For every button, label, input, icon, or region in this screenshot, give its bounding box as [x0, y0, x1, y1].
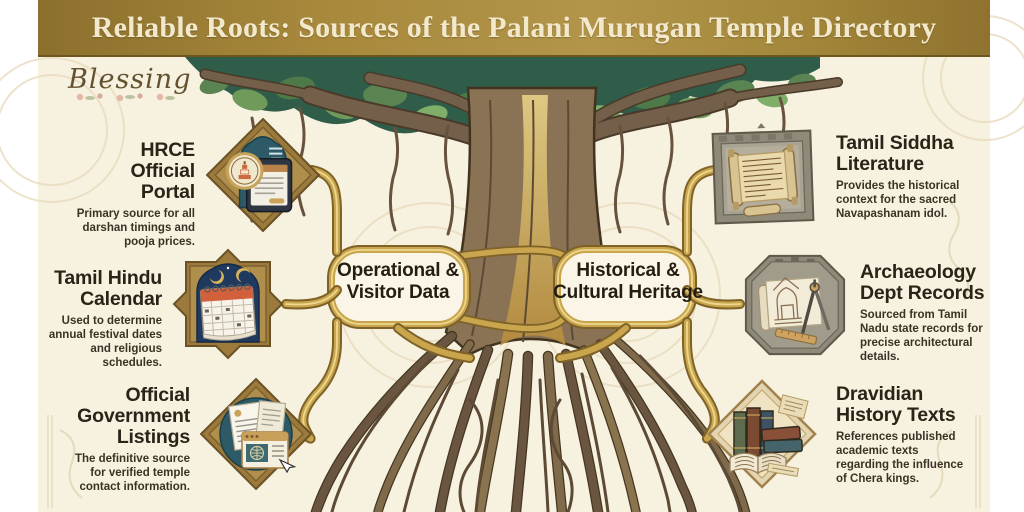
source-item-government-listings: Official Government Listings The definit… [66, 384, 190, 494]
source-description: Sourced from Tamil Nadu state records fo… [860, 309, 983, 364]
history-books-icon [706, 378, 818, 490]
branch-label-historical: Historical & Cultural Heritage [553, 260, 703, 303]
source-description: Used to determine annual festival dates … [48, 315, 162, 370]
blueprint-compass-icon [740, 250, 850, 360]
source-item-siddha-literature: Tamil Siddha Literature Provides the his… [836, 132, 966, 221]
blessing-text: Blessing [68, 64, 192, 95]
palm-leaf-scroll-icon [706, 120, 820, 234]
source-heading: Archaeology Dept Records [860, 261, 985, 305]
golden-vines [281, 165, 745, 444]
page-title: Reliable Roots: Sources of the Palani Mu… [91, 10, 937, 44]
source-heading: Official Government Listings [77, 384, 190, 449]
source-description: Primary source for all darshan timings a… [76, 208, 195, 249]
source-description: References published academic texts rega… [836, 431, 964, 486]
source-item-dravidian-texts: Dravidian History Texts References publi… [836, 383, 974, 486]
source-description: Provides the historical context for the … [836, 180, 960, 221]
blessing-watermark: Blessing [68, 64, 192, 102]
source-item-tamil-calendar: Tamil Hindu Calendar Used to determine a… [42, 267, 162, 370]
title-banner: Reliable Roots: Sources of the Palani Mu… [38, 0, 990, 57]
source-item-archaeology-records: Archaeology Dept Records Sourced from Ta… [860, 261, 986, 364]
temple-portal-tablet-icon [206, 118, 320, 232]
source-heading: Tamil Siddha Literature [836, 132, 954, 176]
source-heading: Dravidian History Texts [836, 383, 956, 427]
source-description: The definitive source for verified templ… [74, 453, 190, 494]
floral-flourish-icon [76, 93, 175, 102]
source-heading: HRCE Official Portal [130, 139, 196, 204]
hindu-calendar-icon [172, 248, 284, 360]
source-heading: Tamil Hindu Calendar [54, 267, 162, 311]
branch-capsules [327, 245, 697, 333]
government-documents-icon [200, 378, 312, 490]
tree-roots [310, 330, 751, 512]
source-item-hrce-portal: HRCE Official Portal Primary source for … [75, 139, 196, 249]
branch-label-operational: Operational & Visitor Data [337, 260, 459, 303]
